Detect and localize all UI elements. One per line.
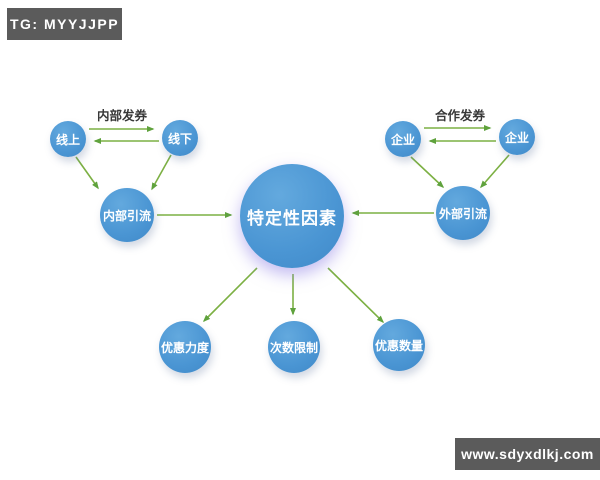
arrow-center-to-strength — [202, 267, 258, 323]
tg-watermark-label: TG: MYYJJPP — [9, 16, 120, 32]
arrow-online-to-internal-hub — [75, 156, 99, 190]
node-external-hub: 外部引流 — [436, 186, 490, 240]
node-central-factor: 特定性因素 — [240, 164, 344, 268]
website-watermark-label: www.sdyxdlkj.com — [461, 446, 594, 462]
arrow-partner-a-to-external-hub — [410, 156, 445, 189]
node-offline: 线下 — [162, 120, 198, 156]
node-discount-quantity: 优惠数量 — [373, 319, 425, 371]
node-partner-b: 企业 — [499, 119, 535, 155]
arrow-partner-b-to-external-hub — [480, 154, 510, 189]
node-online: 线上 — [50, 121, 86, 157]
internal-group-title: 内部发券 — [96, 109, 147, 123]
tg-watermark-banner: TG: MYYJJPP — [7, 8, 122, 40]
arrow-center-to-quantity — [327, 267, 385, 324]
node-partner-a: 企业 — [385, 121, 421, 157]
node-times-limit: 次数限制 — [268, 321, 320, 373]
node-discount-strength: 优惠力度 — [159, 321, 211, 373]
node-internal-hub: 内部引流 — [100, 188, 154, 242]
website-watermark-banner: www.sdyxdlkj.com — [455, 438, 600, 470]
partner-group-title: 合作发券 — [434, 109, 485, 123]
arrow-offline-to-internal-hub — [151, 154, 172, 191]
